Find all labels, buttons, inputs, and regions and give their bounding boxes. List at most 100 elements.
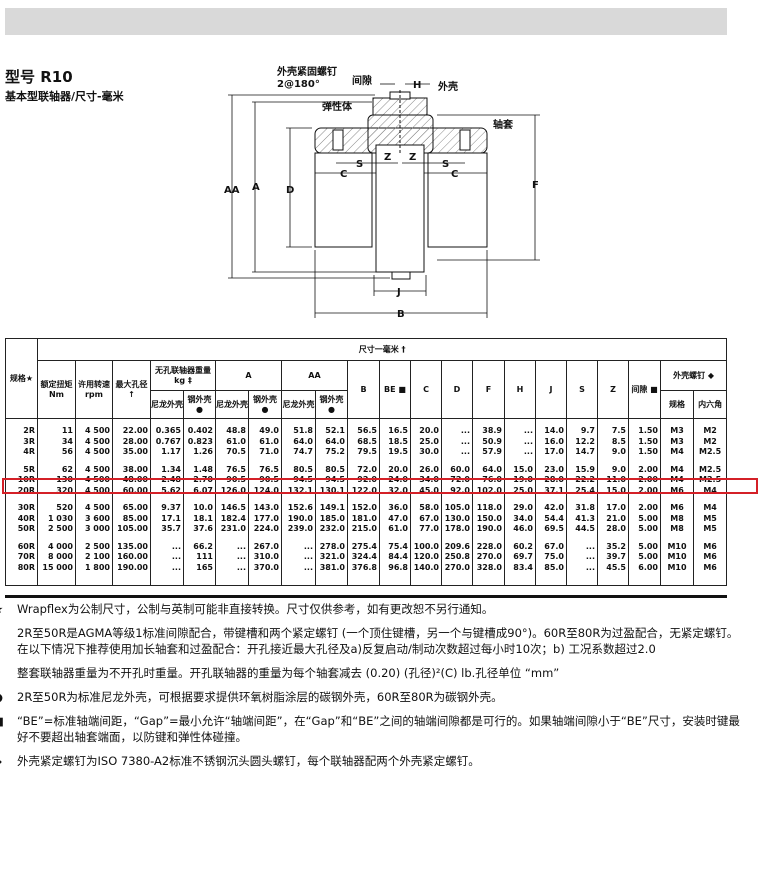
table-cell: 20.0 [379, 464, 411, 475]
spacer-cell [628, 496, 661, 503]
spacer-cell [566, 496, 598, 503]
table-cell: 143.0 [248, 503, 282, 514]
table-cell: 35.00 [112, 447, 151, 458]
table-cell: 54.4 [535, 513, 567, 524]
spacer-cell [472, 573, 505, 586]
header-c: C [410, 360, 442, 419]
table-cell: 29.0 [504, 503, 536, 514]
spec-table: 规格★ 尺寸一毫米 † 额定扭矩 Nm 许用转速 rpm 最大孔径 ↑ 无孔联轴… [5, 338, 728, 586]
spacer-cell [347, 534, 380, 542]
table-cell: 149.1 [315, 503, 348, 514]
table-cell: 146.5 [215, 503, 249, 514]
table-cell: 11 [37, 426, 76, 437]
table-cell: 76.5 [248, 464, 282, 475]
table-cell: 1.50 [628, 436, 661, 447]
table-cell: 65.00 [112, 503, 151, 514]
table-cell: ... [504, 436, 536, 447]
table-cell: 60.2 [504, 541, 536, 552]
spacer-cell [183, 418, 216, 426]
footnote-text: 2R至50R是AGMA等级1标准间隙配合，带键槽和两个紧定螺钉 (一个顶住键槽，… [17, 626, 739, 656]
table-cell: 324.4 [347, 552, 380, 563]
spacer-cell [692, 496, 728, 503]
table-cell: 26.0 [410, 464, 442, 475]
label-sleeve: 外壳 [437, 80, 458, 93]
table-cell: 16.5 [379, 426, 411, 437]
table-cell: 228.0 [472, 541, 505, 552]
table-cell: 46.0 [504, 524, 536, 535]
spacer-cell [315, 573, 348, 586]
header-s: S [566, 360, 598, 419]
table-end [5, 573, 728, 586]
footnote-text: 2R至50R为标准尼龙外壳，可根据要求提供环氧树脂涂层的碳钢外壳，60R至80R… [17, 690, 503, 704]
spacer-cell [410, 573, 442, 586]
table-cell: 9.7 [566, 426, 598, 437]
row-size: 3R [5, 436, 38, 447]
table-cell: 38.00 [112, 464, 151, 475]
spacer-cell [597, 496, 629, 503]
footnote: ●2R至50R为标准尼龙外壳，可根据要求提供环氧树脂涂层的碳钢外壳，60R至80… [0, 689, 745, 705]
label-a: A [252, 182, 260, 193]
table-cell: 67.0 [410, 513, 442, 524]
table-cell: 135.00 [112, 541, 151, 552]
table-cell: 2.00 [628, 464, 661, 475]
spacer-cell [566, 534, 598, 542]
group-spacer [5, 534, 728, 542]
spacer-cell [75, 496, 113, 503]
table-cell: 0.767 [150, 436, 184, 447]
spacer-cell [37, 457, 76, 465]
spacer-cell [660, 534, 694, 542]
dimension-lines [228, 83, 540, 318]
row-size: 40R [5, 513, 38, 524]
table-cell: 14.0 [535, 426, 567, 437]
table-cell: 8.5 [597, 436, 629, 447]
table-cell: ... [150, 552, 184, 563]
table-cell: 118.0 [472, 503, 505, 514]
table-cell: ... [281, 562, 316, 573]
table-cell: 28.0 [597, 524, 629, 535]
table-cell: 44.5 [566, 524, 598, 535]
table-cell: 1 030 [37, 513, 76, 524]
row-size: 4R [5, 447, 38, 458]
header-d: D [441, 360, 473, 419]
label-hub: 轴套 [493, 118, 514, 131]
spacer-cell [628, 457, 661, 465]
table-cell: 182.4 [215, 513, 249, 524]
spacer-cell [150, 534, 184, 542]
spacer-cell [315, 457, 348, 465]
table-cell: 51.8 [281, 426, 316, 437]
spacer-cell [660, 418, 694, 426]
table-cell: 37.6 [183, 524, 216, 535]
table-cell: 152.0 [347, 503, 380, 514]
table-cell: 17.1 [150, 513, 184, 524]
label-elastomer: 弹性体 [322, 100, 353, 113]
header-screw-spec: 规格 [660, 390, 694, 419]
table-cell: 79.5 [347, 447, 380, 458]
label-c-right: C [451, 169, 458, 180]
spacer-cell [281, 418, 316, 426]
spacer-cell [347, 457, 380, 465]
header-max-bore: 最大孔径 ↑ [112, 360, 151, 419]
spacer-cell [5, 418, 38, 426]
table-cell: 74.7 [281, 447, 316, 458]
footnote: ◆外壳紧定螺钉为ISO 7380-A2标准不锈钢沉头圆头螺钉，每个联轴器配两个外… [0, 753, 745, 769]
table-cell: ... [215, 541, 249, 552]
table-cell: 178.0 [441, 524, 473, 535]
table-cell: 1.50 [628, 426, 661, 437]
spacer-cell [112, 418, 151, 426]
table-cell: 215.0 [347, 524, 380, 535]
right-hub [427, 152, 488, 248]
table-cell: 0.402 [183, 426, 216, 437]
row-size: 5R [5, 464, 38, 475]
table-cell: 224.0 [248, 524, 282, 535]
table-cell: 23.0 [535, 464, 567, 475]
label-screw-spec: 2@180° [277, 79, 320, 90]
table-cell: 71.0 [248, 447, 282, 458]
table-cell: ... [566, 562, 598, 573]
table-cell: 130.0 [441, 513, 473, 524]
table-cell: M4 [692, 485, 728, 496]
spacer-cell [315, 496, 348, 503]
table-cell: 75.0 [535, 552, 567, 563]
table-cell: 120.0 [410, 552, 442, 563]
